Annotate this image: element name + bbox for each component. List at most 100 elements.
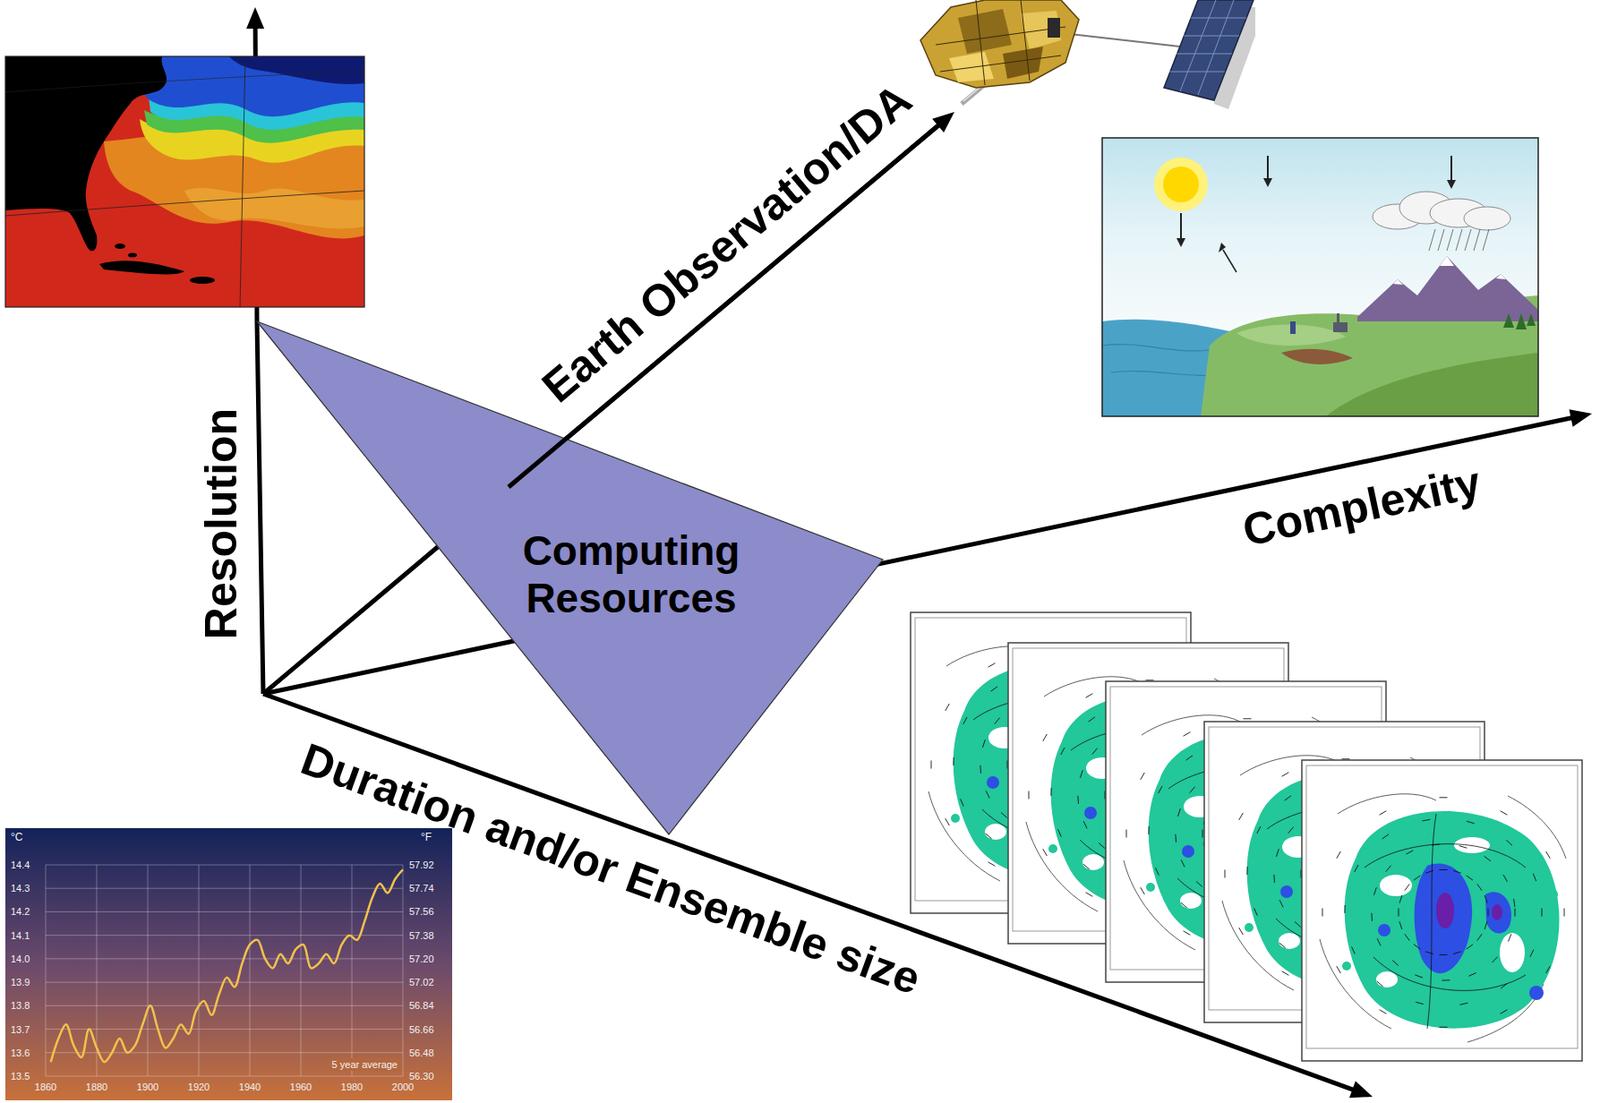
axis-arrowhead xyxy=(1349,1080,1373,1098)
temperature-chart xyxy=(45,958,403,959)
ocean-temperature-map xyxy=(5,56,365,308)
ensemble-map-stack xyxy=(1301,760,1583,1061)
year-tick-label: 1920 xyxy=(188,1081,210,1093)
temperature-chart xyxy=(45,1005,403,1007)
fahrenheit-tick-label: 57.56 xyxy=(409,906,435,917)
year-tick-label: 1980 xyxy=(341,1081,363,1093)
celsius-tick-label: 14.2 xyxy=(10,906,30,917)
year-tick-label: 1900 xyxy=(136,1081,159,1093)
celsius-tick-label: 13.8 xyxy=(10,1000,30,1011)
celsius-tick-label: 13.9 xyxy=(10,976,30,988)
climate-system-schematic xyxy=(1290,321,1296,334)
climate-system-schematic xyxy=(1336,313,1340,323)
climate-system-schematic xyxy=(1266,155,1269,181)
climate-system-schematic xyxy=(1357,256,1539,322)
axis-label: Resolution xyxy=(196,408,247,640)
climate-system-schematic xyxy=(1428,229,1489,251)
satellite-illustration xyxy=(935,0,1066,86)
ocean-temperature-map xyxy=(114,243,126,249)
temperature-chart xyxy=(5,828,453,1101)
climate-system-schematic xyxy=(1463,206,1511,231)
temperature-chart xyxy=(45,864,403,866)
temperature-chart xyxy=(5,828,453,1101)
climate-system-schematic xyxy=(1281,349,1353,365)
fahrenheit-tick-label: 57.02 xyxy=(409,976,435,988)
temperature-chart xyxy=(45,1028,403,1030)
fahrenheit-tick-label: 56.84 xyxy=(409,1000,435,1011)
ocean-temperature-map xyxy=(138,56,365,117)
unit-label: °C xyxy=(10,831,23,844)
fahrenheit-tick-label: 57.74 xyxy=(409,882,435,894)
fahrenheit-tick-label: 56.48 xyxy=(409,1047,435,1059)
ocean-temperature-map xyxy=(5,56,365,308)
satellite-illustration xyxy=(920,0,1256,110)
ocean-temperature-map xyxy=(5,56,365,308)
climate-system-schematic xyxy=(1450,155,1453,183)
axis-label: Earth Observation/DA xyxy=(533,75,922,413)
fahrenheit-tick-label: 56.30 xyxy=(409,1070,435,1082)
unit-label: °F xyxy=(420,831,432,844)
year-tick-label: 2000 xyxy=(392,1081,414,1093)
temperature-chart xyxy=(147,864,149,1077)
celsius-tick-label: 13.5 xyxy=(10,1070,30,1082)
ocean-temperature-map xyxy=(99,260,185,274)
temperature-chart xyxy=(45,864,47,1077)
fahrenheit-tick-label: 56.66 xyxy=(409,1024,435,1036)
node-title: Computing Resources xyxy=(496,527,766,623)
temperature-curve xyxy=(51,869,403,1062)
year-tick-label: 1880 xyxy=(85,1081,108,1093)
temperature-chart xyxy=(300,864,302,1077)
temperature-chart xyxy=(198,864,200,1077)
satellite-illustration xyxy=(920,0,1079,88)
ocean-temperature-map xyxy=(229,56,365,85)
node-text-block: Computing Resources xyxy=(496,527,766,623)
year-tick-label: 1860 xyxy=(34,1081,57,1093)
climate-system-schematic xyxy=(1263,178,1273,188)
celsius-tick-label: 14.4 xyxy=(10,859,30,871)
celsius-tick-label: 14.0 xyxy=(10,953,30,965)
satellite-illustration xyxy=(1163,0,1254,101)
temperature-chart xyxy=(249,864,251,1077)
ocean-temperature-map xyxy=(103,105,365,239)
celsius-tick-label: 13.6 xyxy=(10,1047,30,1059)
ocean-temperature-map xyxy=(5,56,365,308)
ocean-temperature-map xyxy=(5,190,365,216)
climate-system-schematic xyxy=(1333,322,1348,333)
fahrenheit-tick-label: 57.20 xyxy=(409,953,435,965)
axis-arrowhead xyxy=(246,7,265,29)
ocean-temperature-map xyxy=(128,253,137,258)
axis-label: Complexity xyxy=(1238,457,1485,556)
year-tick-label: 1960 xyxy=(290,1081,312,1093)
ocean-temperature-map xyxy=(189,276,215,284)
fahrenheit-tick-label: 57.38 xyxy=(409,930,435,942)
ocean-temperature-map xyxy=(239,56,246,308)
temperature-chart xyxy=(45,911,403,913)
axis-arrowhead xyxy=(1569,409,1593,428)
celsius-tick-label: 14.1 xyxy=(10,930,30,942)
temperature-chart xyxy=(402,864,404,1077)
ocean-temperature-map xyxy=(184,188,365,229)
climate-system-schematic xyxy=(1326,352,1539,417)
chart-note: 5 year average xyxy=(329,1058,401,1071)
climate-system-schematic xyxy=(1503,313,1536,330)
temperature-chart xyxy=(351,864,353,1077)
climate-system-schematic xyxy=(1154,157,1208,212)
temperature-chart xyxy=(45,1076,403,1078)
year-tick-label: 1940 xyxy=(239,1081,261,1093)
climate-system-schematic xyxy=(1393,256,1506,285)
climate-system-schematic xyxy=(1446,179,1456,189)
earth-observation-axis xyxy=(508,120,944,488)
celsius-tick-label: 14.3 xyxy=(10,882,30,894)
ensemble-map-stack xyxy=(910,612,1583,1061)
satellite-illustration xyxy=(958,8,1012,54)
satellite-illustration xyxy=(1169,0,1247,95)
ocean-temperature-map xyxy=(5,70,365,93)
ocean-temperature-map xyxy=(5,56,167,251)
climate-system-schematic xyxy=(1102,137,1539,417)
temperature-chart xyxy=(45,888,403,890)
satellite-illustration xyxy=(1069,34,1181,47)
climate-system-schematic xyxy=(1180,213,1182,242)
climate-system-schematic xyxy=(1176,238,1186,248)
climate-system-schematic xyxy=(1102,137,1539,417)
